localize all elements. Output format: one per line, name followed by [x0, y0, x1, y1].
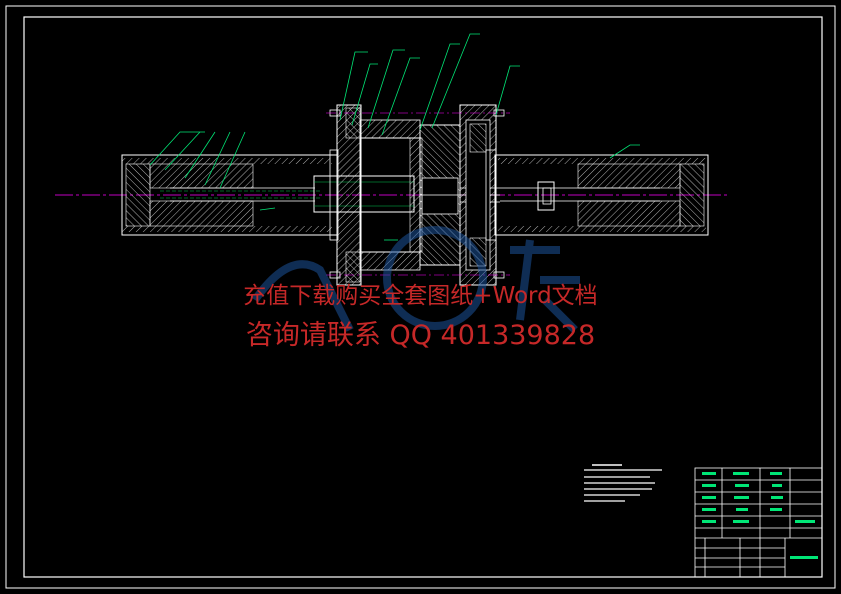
watermark-line-2: 咨询请联系 QQ 401339828 [245, 320, 596, 351]
right-sleeve [494, 154, 709, 236]
title-block-glyphs [702, 472, 818, 559]
left-shaft [313, 175, 415, 213]
watermark-logo [251, 226, 580, 333]
watermark-line-1: 充值下载购买全套图纸+Word文档 [243, 283, 598, 309]
title-block [694, 467, 823, 578]
inner-frame [23, 16, 823, 578]
leader-lines [149, 33, 640, 241]
outer-frame [5, 5, 836, 589]
technical-notes [584, 464, 662, 502]
coupling-hub [359, 124, 500, 266]
